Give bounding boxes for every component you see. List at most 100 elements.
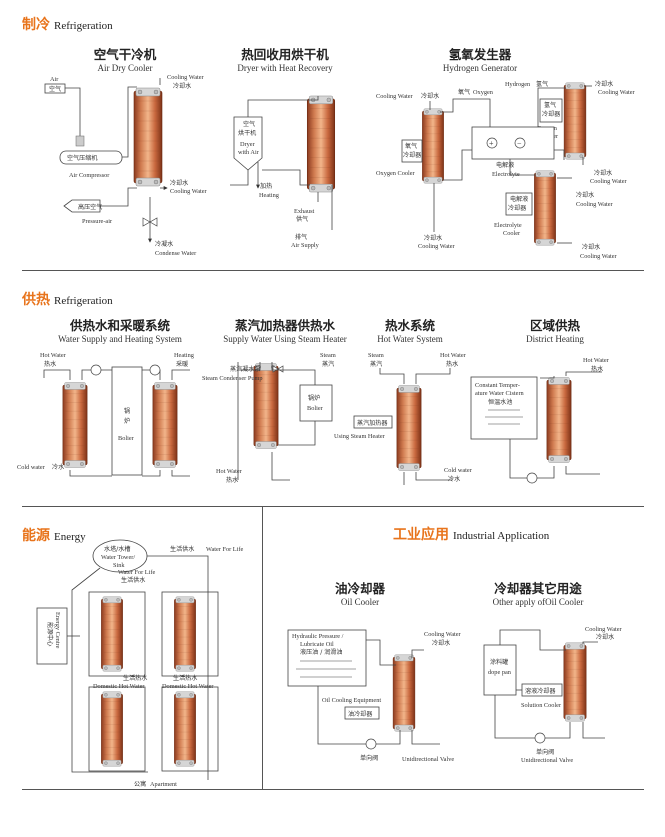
boiler-box — [111, 366, 143, 476]
label-supply-cn: 排气 — [295, 233, 307, 241]
pipe — [147, 555, 209, 780]
pipe — [171, 470, 190, 477]
label-apartment-en: Apartment — [150, 781, 177, 788]
label-cw-en: Cooling Water — [424, 631, 462, 638]
oil-lines — [296, 660, 356, 678]
label-cw-mid-en: Cooling Water — [590, 178, 628, 185]
title-cn: 油冷却器 — [334, 581, 385, 596]
label-cw-mid-cn: 冷却水 — [594, 169, 612, 177]
hydrogen-cooler-box — [539, 98, 563, 123]
pipe — [271, 362, 316, 385]
label-dryer-en2: with Air — [238, 149, 260, 156]
pipe — [81, 369, 112, 380]
steam-heater-box — [353, 415, 393, 429]
label-centre-cn: 能源中心 — [46, 622, 54, 646]
minus-electrode-icon — [514, 137, 526, 149]
pipe — [442, 149, 472, 181]
label-cold-cn: 冷水 — [448, 475, 460, 483]
compressor-box — [59, 150, 123, 165]
label-cooling-water2-en: Cooling Water — [170, 188, 208, 195]
label-cw-cn: 冷却水 — [596, 633, 614, 641]
label-e-cooler-cn1: 电解液 — [510, 195, 528, 203]
label-oxygen-en: Oxygen — [473, 89, 494, 96]
label-heat-cn: 加热 — [260, 182, 272, 190]
diagram-title-dryer: 热回收用烘干机 Dryer with Heat Recovery — [215, 44, 355, 73]
label-sol-en: Solution Cooler — [521, 702, 562, 709]
pipe — [494, 695, 535, 739]
label-hot-en: Hot Water — [440, 352, 467, 359]
label-steam-en: Steam — [320, 352, 336, 359]
label-oxygen-cn: 氧气 — [458, 88, 470, 96]
label-heater-en: Using Steam Heater — [334, 433, 386, 440]
section-title-cn: 能源 — [22, 528, 50, 544]
label-compressor-en: Air Compressor — [69, 172, 110, 179]
label-life2-cn: 生活供水 — [121, 576, 145, 584]
title-en: District Heating — [526, 334, 584, 344]
label-cw-left-cn: 冷却水 — [421, 92, 439, 100]
diagram-title-steam-heater: 蒸汽加热器供热水 Supply Water Using Steam Heater — [215, 315, 355, 344]
label-steam-en: Steam — [368, 352, 384, 359]
section-title-en: Refrigeration — [54, 295, 113, 307]
title-cn: 区域供热 — [529, 318, 580, 333]
section-title-cn: 供热 — [22, 292, 50, 308]
pipe — [71, 567, 148, 773]
label-cw-bottom-en: Cooling Water — [576, 201, 614, 208]
label-o-cooler-left-en: Oxygen Cooler — [376, 170, 416, 177]
pipe — [80, 187, 137, 207]
divider — [22, 506, 644, 507]
label-dryer-en1: Dryer — [240, 141, 256, 148]
divider — [22, 270, 644, 271]
pipe — [411, 649, 424, 658]
pipe — [565, 371, 602, 376]
label-e-cooler-cn2: 冷却器 — [508, 204, 526, 212]
plus-electrode-icon — [486, 137, 498, 149]
label-compressor-cn: 空气压缩机 — [67, 154, 97, 162]
title-cn: 热回收用烘干机 — [241, 47, 329, 62]
label-cw-left-en: Cooling Water — [376, 93, 414, 100]
label-hydrogen-en: Hydrogen — [505, 81, 531, 88]
section-title-heating: 供热 Refrigeration — [22, 289, 113, 309]
label-valve-en: Unidirectional Valve — [521, 757, 573, 764]
title-en: Oil Cooler — [340, 597, 380, 607]
pipe — [230, 170, 249, 186]
label-hot-en: Hot Water — [216, 468, 243, 475]
label-life-en: Water For Life — [206, 546, 243, 553]
electrolyte-cooler-box — [505, 192, 533, 216]
section-title-cn: 工业应用 — [393, 527, 449, 543]
energy-centre-box — [36, 607, 68, 665]
label-plus: + — [489, 139, 494, 148]
check-valve-icon — [534, 732, 546, 744]
label-cold-en: Cold water — [17, 464, 46, 471]
divider — [262, 506, 263, 789]
apartment-unit-box — [88, 686, 146, 772]
label-boiler-en: Bolier — [307, 405, 324, 412]
label-boiler-en: Bolier — [118, 435, 135, 442]
title-cn: 空气干冷机 — [93, 47, 157, 62]
pipe — [142, 470, 161, 477]
divider — [22, 789, 644, 790]
label-h-cooler-cn2: 冷却器 — [542, 110, 560, 118]
label-dope-en: dope pan — [488, 669, 512, 676]
section-title-refrigeration: 制冷 Refrigeration — [22, 14, 113, 34]
label-cw-bottom-cn: 冷却水 — [576, 191, 594, 199]
title-cn: 供热水和采暖系统 — [69, 318, 170, 333]
valve-icon — [142, 217, 158, 227]
label-pump-en: Steam Condenser Pump — [202, 375, 263, 382]
label-dryer-cn1: 空气 — [243, 120, 255, 128]
label-boiler-cn1: 锅 — [124, 407, 130, 415]
pump-icon — [90, 364, 102, 376]
label-tank-cn: 液压油 / 润滑油 — [300, 648, 343, 656]
label-boiler-cn2: 炉 — [124, 417, 130, 425]
water-lines — [485, 409, 523, 425]
title-en: Dryer with Heat Recovery — [237, 63, 333, 73]
label-h-cooler-cn1: 氢气 — [544, 101, 556, 109]
title-en: Supply Water Using Steam Heater — [223, 334, 347, 344]
label-equip-en: Oil Cooling Equipment — [322, 697, 381, 704]
label-e-cooler-en2: Cooler — [503, 230, 521, 237]
pipe — [278, 421, 316, 446]
pipe — [366, 639, 396, 666]
